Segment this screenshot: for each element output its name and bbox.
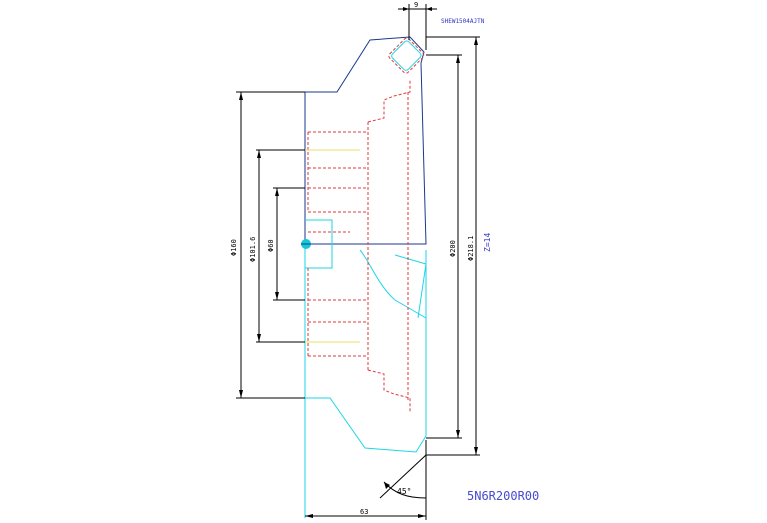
hidden-lines [307, 80, 411, 412]
drawing-code-label: SHEW1504AJTN [441, 18, 485, 25]
dia-160-label: Φ160 [230, 239, 238, 256]
teeth-count-label: Z=14 [483, 233, 492, 252]
dim-top-width [398, 4, 437, 50]
drawing-area [231, 0, 535, 523]
bottom-width-label: 63 [360, 508, 368, 516]
part-number-label: 5N6R200R00 [467, 489, 539, 503]
dim-dia-101-6 [256, 149, 305, 343]
dia-200-label: Φ200 [449, 240, 457, 257]
center-mark [301, 239, 311, 249]
upper-body-outline [304, 36, 427, 245]
dia-101-6-label: Φ101.6 [249, 237, 257, 262]
dim-dia-200 [426, 54, 462, 439]
dim-dia-160 [236, 91, 305, 399]
top-width-label: 9 [414, 1, 418, 9]
dim-angle-45 [379, 454, 427, 499]
dim-dia-218-1 [426, 36, 480, 456]
bore-centerlines [305, 149, 360, 343]
dim-bottom-width [305, 440, 427, 520]
dim-dia-60 [273, 187, 305, 301]
dia-218-1-label: Φ218.1 [467, 236, 475, 261]
cutting-insert [388, 37, 425, 74]
dia-60-label: Φ60 [267, 239, 275, 252]
angle-label: 45° [397, 487, 411, 496]
